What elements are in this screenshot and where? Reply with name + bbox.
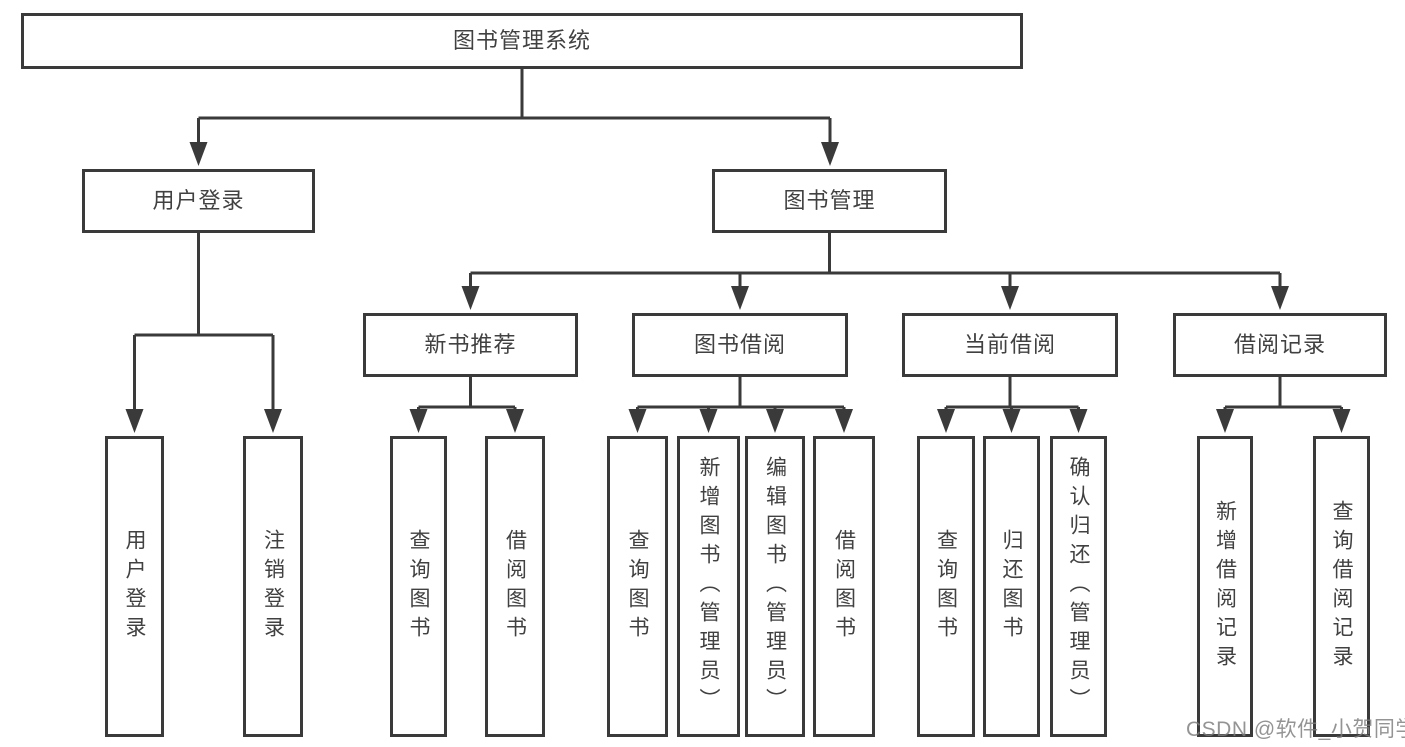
leaf-confirm-return-admin: 确认归还（管理员）: [1050, 436, 1107, 737]
node-borrowing-records: 借阅记录: [1173, 313, 1387, 377]
leaf-borrow-books: 借阅图书: [813, 436, 875, 737]
node-current-borrowing: 当前借阅: [902, 313, 1118, 377]
node-user-login-branch: 用户登录: [82, 169, 315, 233]
leaf-edit-books-admin: 编辑图书（管理员）: [745, 436, 805, 737]
edge-userlogin-to-leaves: [133, 233, 275, 410]
leaf-add-borrow-record: 新增借阅记录: [1197, 436, 1253, 737]
leaf-return-books: 归还图书: [983, 436, 1040, 737]
edge-current-to-leaves: [944, 377, 1080, 410]
edge-records-to-leaves: [1223, 377, 1343, 410]
leaf-query-books-current: 查询图书: [917, 436, 975, 737]
edge-borrow-to-leaves: [636, 377, 846, 410]
leaf-user-login: 用户登录: [105, 436, 164, 737]
leaf-query-borrow-record: 查询借阅记录: [1313, 436, 1370, 737]
node-book-borrowing: 图书借阅: [632, 313, 848, 377]
leaf-query-books-recommend: 查询图书: [390, 436, 447, 737]
leaf-add-books-admin: 新增图书（管理员）: [677, 436, 740, 737]
node-root-system: 图书管理系统: [21, 13, 1023, 69]
csdn-watermark: CSDN @软件_小贺同学: [1186, 718, 1405, 741]
node-new-book-recommend: 新书推荐: [363, 313, 578, 377]
leaf-borrow-books-recommend: 借阅图书: [485, 436, 545, 737]
leaf-logout: 注销登录: [243, 436, 303, 737]
leaf-query-books-borrow: 查询图书: [607, 436, 668, 737]
edge-newbooks-to-leaves: [417, 377, 517, 410]
edge-root-to-level2: [197, 68, 832, 143]
node-book-management-branch: 图书管理: [712, 169, 947, 233]
edge-bookmgmt-to-level3: [469, 233, 1282, 287]
